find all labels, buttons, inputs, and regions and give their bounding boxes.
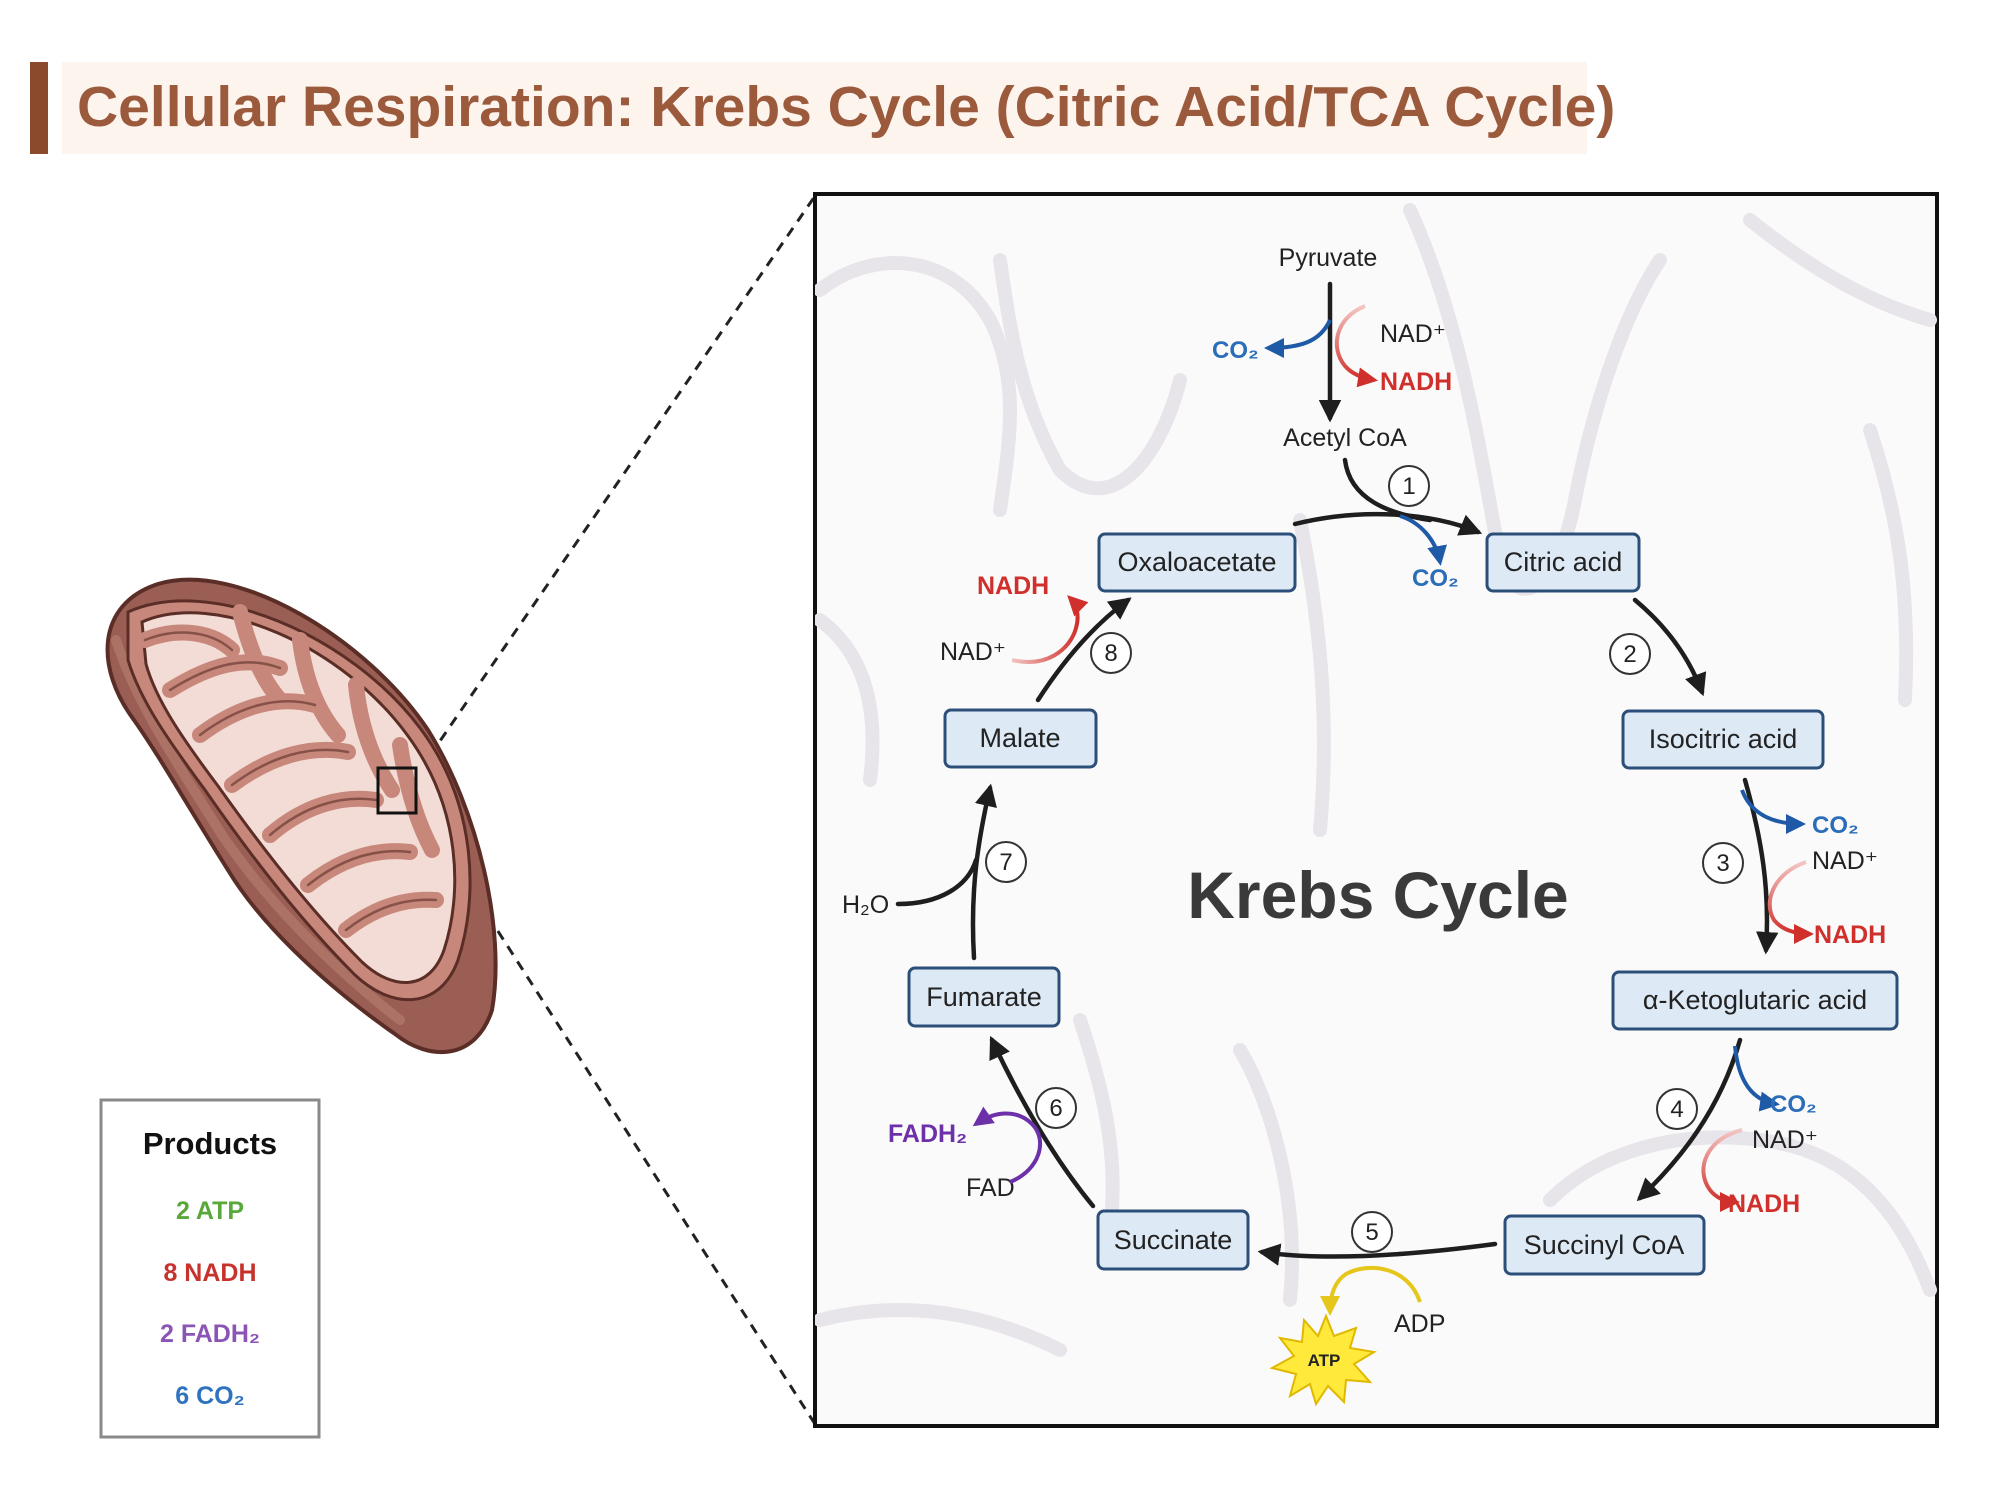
step3-nadh-arrow	[1767, 860, 1814, 944]
mitochondrion-illustration	[105, 577, 498, 1055]
svg-text:Citric acid: Citric acid	[1504, 547, 1623, 577]
pyruvate-nadh-arrow	[1334, 304, 1378, 388]
atp-label: ATP	[1308, 1351, 1341, 1370]
step8-nadh-arrow	[1011, 595, 1089, 664]
product-nadh: 8 NADH	[163, 1259, 256, 1287]
svg-text:8: 8	[1104, 640, 1117, 667]
step-marker-5: 5	[1351, 1211, 1393, 1253]
product-atp: 2 ATP	[176, 1197, 244, 1225]
products-panel: Products 2 ATP 8 NADH 2 FADH₂ 6 CO₂	[99, 1098, 321, 1439]
pyruvate-co2-label: CO₂	[1212, 337, 1259, 364]
step4-arrow	[1636, 1037, 1743, 1202]
svg-text:Oxaloacetate: Oxaloacetate	[1117, 547, 1276, 577]
step1-arrow-acetyl	[1342, 457, 1433, 523]
step4-nadh-label: NADH	[1728, 1190, 1800, 1218]
node-ketoglutaric-acid: α-Ketoglutaric acid	[1611, 970, 1899, 1031]
step1-co2-label: CO₂	[1412, 565, 1459, 592]
product-co2: 6 CO₂	[175, 1382, 244, 1410]
node-fumarate: Fumarate	[907, 966, 1061, 1028]
step7-h2o-label: H₂O	[842, 891, 889, 919]
step8-nad-label: NAD⁺	[940, 638, 1006, 666]
svg-text:1: 1	[1402, 473, 1415, 500]
step-marker-3: 3	[1702, 842, 1744, 884]
node-oxaloacetate: Oxaloacetate	[1097, 532, 1297, 593]
product-fadh2: 2 FADH₂	[160, 1320, 260, 1348]
step3-co2-arrow	[1740, 789, 1806, 834]
pyruvate-nadh-label: NADH	[1380, 368, 1452, 396]
svg-text:Succinyl CoA: Succinyl CoA	[1524, 1230, 1685, 1260]
step6-fadh2-label: FADH₂	[888, 1120, 967, 1148]
node-succinyl-coa: Succinyl CoA	[1503, 1214, 1706, 1276]
step1-co2-arrow	[1399, 514, 1447, 566]
title-accent-bar	[30, 62, 48, 154]
panel-background-cristae	[815, 203, 1937, 1357]
svg-text:7: 7	[999, 849, 1012, 876]
svg-text:Malate: Malate	[979, 723, 1060, 753]
step-marker-2: 2	[1609, 633, 1651, 675]
svg-text:4: 4	[1670, 1096, 1683, 1123]
step8-nadh-label: NADH	[977, 572, 1049, 600]
step6-arrow	[989, 1035, 1096, 1209]
step3-nad-label: NAD⁺	[1812, 847, 1878, 875]
svg-text:2: 2	[1623, 641, 1636, 668]
step4-co2-arrow	[1733, 1045, 1780, 1112]
step2-arrow	[1632, 597, 1707, 697]
step1-arrow-oxaloacetate	[1292, 511, 1483, 536]
svg-text:Fumarate: Fumarate	[926, 982, 1042, 1012]
step-marker-6: 6	[1035, 1087, 1077, 1129]
title-background	[62, 62, 1587, 154]
atp-burst-icon	[1269, 1313, 1377, 1407]
step5-adp-arrow	[1320, 1266, 1422, 1316]
node-citric-acid: Citric acid	[1485, 532, 1641, 593]
node-isocitric-acid: Isocitric acid	[1621, 709, 1825, 770]
step3-arrow	[1742, 777, 1779, 955]
step7-arrow	[970, 783, 997, 961]
node-succinate: Succinate	[1096, 1209, 1250, 1271]
svg-text:Isocitric acid: Isocitric acid	[1649, 724, 1798, 754]
step6-fadh2-arrow	[972, 1106, 1042, 1184]
step7-h2o-arrow	[895, 857, 979, 907]
svg-text:α-Ketoglutaric acid: α-Ketoglutaric acid	[1643, 985, 1867, 1015]
svg-text:6: 6	[1049, 1095, 1062, 1122]
page-title: Cellular Respiration: Krebs Cycle (Citri…	[77, 75, 1615, 139]
step-marker-7: 7	[985, 841, 1027, 883]
step-marker-1: 1	[1388, 465, 1430, 507]
acetyl-coa-label: Acetyl CoA	[1283, 424, 1407, 452]
step8-arrow	[1035, 597, 1132, 703]
zoom-line-bottom	[418, 809, 817, 1425]
pyruvate-nad-label: NAD⁺	[1380, 320, 1446, 348]
svg-text:Succinate: Succinate	[1114, 1225, 1233, 1255]
svg-text:5: 5	[1365, 1219, 1378, 1246]
step6-fad-label: FAD	[966, 1174, 1015, 1202]
products-heading: Products	[143, 1126, 277, 1161]
node-malate: Malate	[943, 708, 1098, 769]
step4-nad-label: NAD⁺	[1752, 1126, 1818, 1154]
pyruvate-label: Pyruvate	[1279, 244, 1378, 272]
step5-arrow	[1257, 1241, 1498, 1266]
svg-text:3: 3	[1716, 850, 1729, 877]
step5-adp-label: ADP	[1394, 1310, 1445, 1338]
step3-nadh-label: NADH	[1814, 921, 1886, 949]
step4-nadh-arrow	[1701, 1128, 1743, 1212]
step3-co2-label: CO₂	[1812, 812, 1859, 839]
step4-co2-label: CO₂	[1770, 1091, 1817, 1118]
cycle-label: Krebs Cycle	[1187, 858, 1569, 932]
zoom-box	[376, 766, 418, 815]
zoom-line-top	[418, 195, 817, 771]
pyruvate-co2-arrow	[1264, 319, 1332, 358]
step-marker-8: 8	[1090, 632, 1132, 674]
step-marker-4: 4	[1656, 1088, 1698, 1130]
